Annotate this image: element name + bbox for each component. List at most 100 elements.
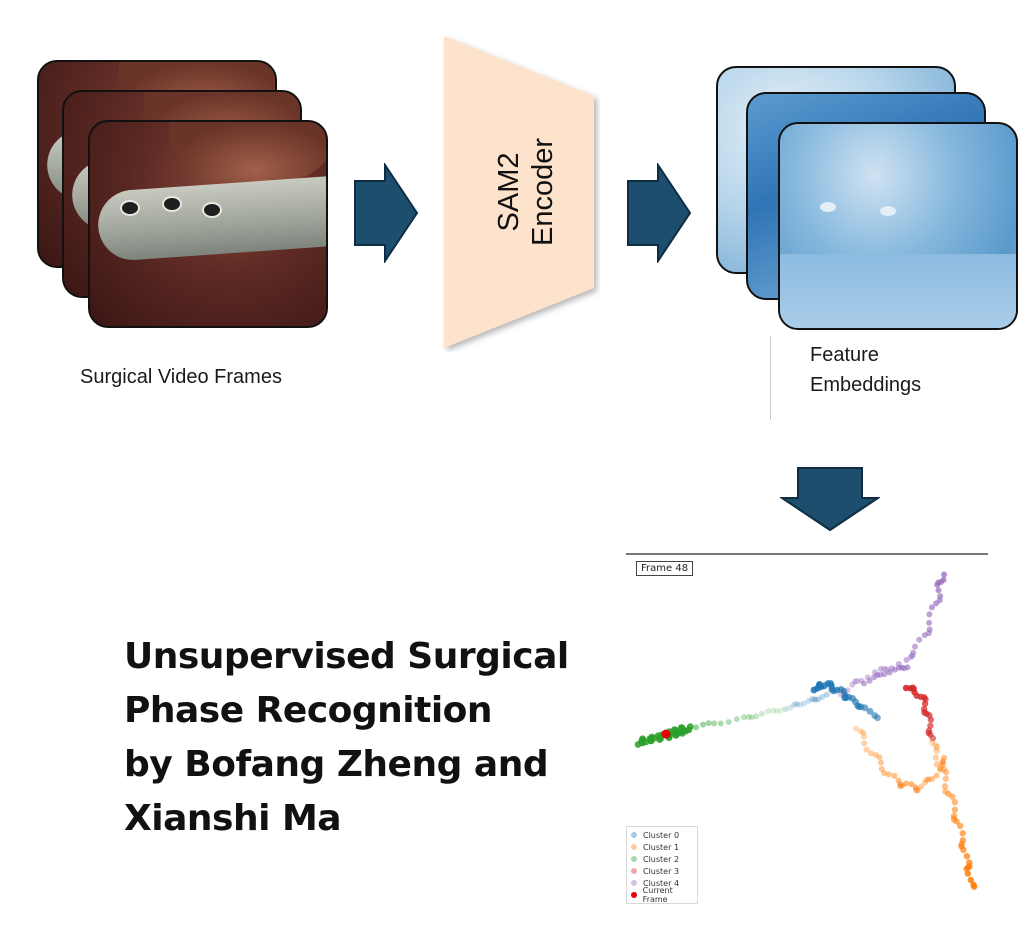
scatter-point: [926, 619, 933, 626]
scatter-point: [929, 735, 937, 742]
scatter-point: [805, 697, 812, 704]
scatter-point: [699, 721, 706, 728]
scatter-point: [866, 707, 874, 715]
scatter-point: [924, 776, 931, 783]
output-caption-line1: Feature: [810, 344, 879, 366]
scatter-point: [956, 822, 964, 830]
scatter-point: [878, 765, 885, 772]
scatter-point: [933, 772, 940, 779]
scatter-point: [932, 742, 939, 749]
scatter-point: [939, 759, 946, 766]
scatter-point: [963, 853, 971, 860]
scatter-point: [928, 739, 936, 746]
plot-legend: Cluster 0 Cluster 1 Cluster 2 Cluster 3 …: [626, 826, 698, 904]
frame-label-text: Frame 48: [641, 563, 689, 574]
scatter-point: [787, 704, 794, 711]
scatter-point: [790, 702, 797, 709]
scatter-point: [942, 769, 950, 776]
scatter-point: [796, 701, 803, 708]
scatter-point: [926, 626, 933, 633]
scatter-point: [801, 700, 808, 707]
title-line-4: Xianshi Ma: [124, 798, 342, 839]
legend-label: Cluster 0: [643, 830, 680, 840]
scatter-point: [877, 759, 884, 766]
scatter-point: [933, 760, 941, 768]
scatter-point: [937, 764, 944, 772]
scatter-point: [964, 870, 972, 877]
scatter-point: [939, 761, 946, 768]
legend-label: Cluster 2: [643, 854, 680, 864]
encoder-label-line1: SAM2: [493, 153, 525, 232]
scatter-point: [967, 876, 975, 884]
scatter-point: [941, 754, 948, 761]
scatter-point: [811, 696, 818, 703]
scatter-point: [717, 720, 724, 727]
scatter-point: [928, 604, 935, 611]
scatter-point: [940, 576, 947, 583]
scatter-point: [705, 720, 712, 727]
scatter-point: [861, 740, 868, 747]
frame-label: Frame 48: [636, 561, 694, 576]
scatter-point: [922, 779, 929, 786]
scatter-point: [916, 636, 923, 643]
legend-item: Cluster 0: [627, 829, 697, 841]
title-line-3: by Bofang Zheng and: [124, 744, 549, 785]
scatter-point: [903, 656, 910, 663]
scatter-point: [849, 681, 856, 688]
scatter-point: [927, 722, 934, 729]
scatter-point: [819, 693, 826, 700]
scatter-point: [783, 706, 789, 713]
scatter-point: [970, 883, 978, 890]
legend-label: Cluster 3: [643, 866, 680, 876]
scatter-point: [745, 713, 752, 720]
legend-item: Cluster 4: [627, 877, 697, 889]
scatter-point: [908, 781, 915, 788]
scatter-point: [741, 714, 748, 721]
scatter-point: [937, 766, 944, 773]
scatter-point: [912, 643, 919, 650]
scatter-point: [874, 714, 881, 722]
scatter-point: [925, 776, 932, 783]
legend-item: Cluster 3: [627, 865, 697, 877]
scatter-point: [959, 830, 966, 837]
legend-label: Current Frame: [642, 886, 673, 904]
scatter-point: [903, 780, 910, 787]
scatter-point: [753, 713, 760, 720]
legend-label: Cluster 1: [643, 842, 680, 852]
scatter-point: [886, 669, 893, 676]
scatter-point: [913, 787, 919, 793]
scatter-point: [960, 846, 967, 854]
scatter-point: [853, 725, 859, 732]
scatter-point: [711, 720, 718, 727]
sam2-encoder-block: SAM2 Encoder: [444, 36, 594, 348]
scatter-point: [918, 783, 925, 790]
scatter-point: [863, 746, 870, 753]
scatter-point: [942, 775, 949, 782]
scatter-point: [693, 724, 700, 731]
scatter-point: [885, 771, 892, 778]
scatter-point: [933, 743, 941, 751]
scatter-point: [953, 818, 960, 825]
title-line-2: Phase Recognition: [124, 690, 493, 731]
scatter-point: [854, 678, 861, 685]
right-arrow-icon: [354, 163, 419, 263]
output-caption-line2: Embeddings: [810, 374, 922, 396]
scatter-point: [881, 665, 888, 672]
scatter-point: [792, 700, 799, 707]
scatter-point: [844, 687, 851, 694]
scatter-point: [851, 678, 858, 685]
scatter-point: [774, 708, 781, 715]
scatter-point: [809, 696, 816, 703]
scatter-point: [929, 775, 936, 782]
scatter-point: [910, 649, 917, 656]
scatter-point: [765, 708, 772, 715]
scatter-point: [914, 787, 921, 794]
scatter-point: [876, 754, 883, 761]
embedding-scatter-plot: [634, 571, 978, 890]
scatter-point: [781, 705, 788, 712]
right-arrow-icon: [627, 163, 692, 263]
feature-map-front: [778, 122, 1018, 330]
legend-marker: [631, 880, 637, 886]
scatter-point: [770, 707, 777, 714]
scatter-point: [794, 701, 801, 708]
